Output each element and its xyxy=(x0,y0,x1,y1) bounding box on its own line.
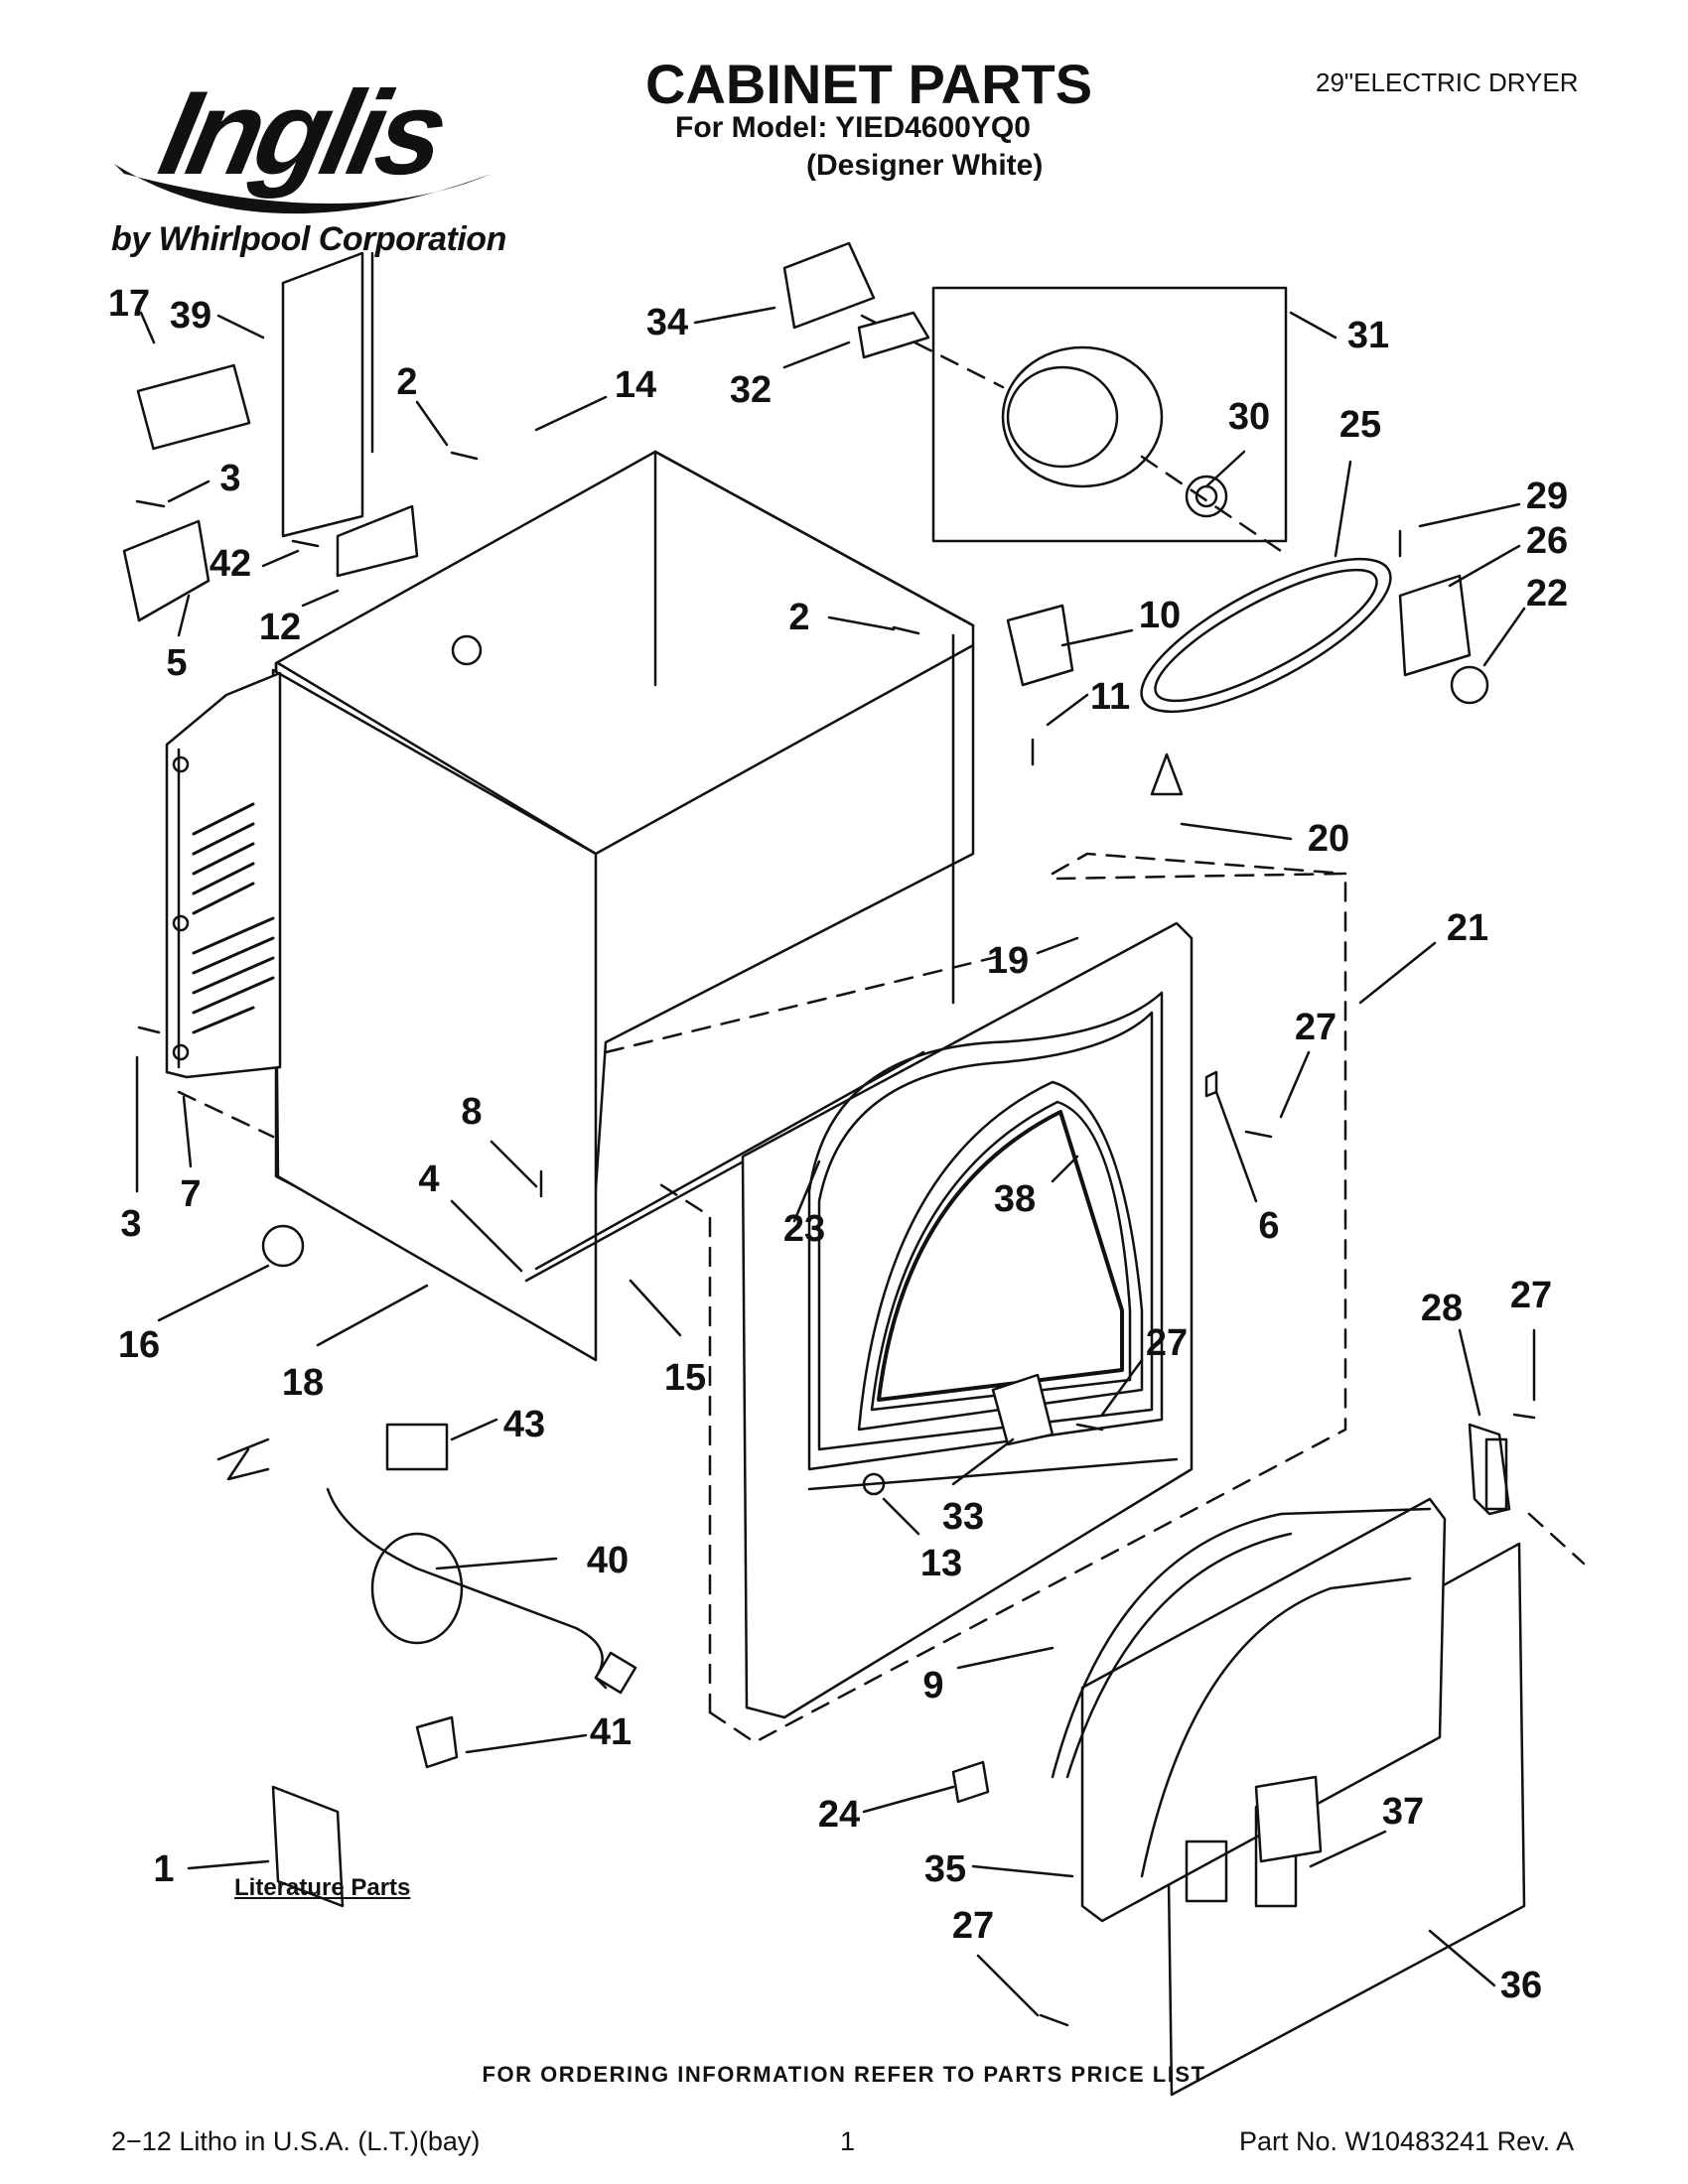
front-panel xyxy=(743,923,1192,1717)
page-title: CABINET PARTS xyxy=(645,53,1093,115)
callout-2: 2 xyxy=(396,361,418,403)
callout-8: 8 xyxy=(461,1091,483,1133)
callout-15: 15 xyxy=(663,1357,707,1399)
front-assembly-outline xyxy=(179,854,1584,1742)
callout-2b: 2 xyxy=(788,597,810,638)
brand-logo: Inglis xyxy=(104,45,521,243)
callout-14: 14 xyxy=(614,364,657,406)
callout-19: 19 xyxy=(986,940,1030,982)
callout-27c: 27 xyxy=(1509,1275,1553,1316)
callout-17: 17 xyxy=(107,283,151,325)
callout-35: 35 xyxy=(923,1848,967,1890)
callout-28: 28 xyxy=(1420,1288,1464,1329)
page-number: 1 xyxy=(840,2126,856,2156)
callout-27b: 27 xyxy=(1145,1322,1189,1364)
brand-byline: by Whirlpool Corporation xyxy=(111,220,506,258)
logo-swoosh xyxy=(114,164,492,214)
callout-11: 11 xyxy=(1089,676,1131,718)
screws xyxy=(137,453,1534,2025)
callout-32: 32 xyxy=(729,369,773,411)
callout-40: 40 xyxy=(586,1540,630,1581)
callout-1: 1 xyxy=(153,1848,175,1890)
callout-16: 16 xyxy=(117,1324,161,1366)
side-vent-panel xyxy=(167,673,280,1077)
small-parts xyxy=(124,243,1487,1861)
callout-22: 22 xyxy=(1525,573,1569,614)
callout-4: 4 xyxy=(418,1159,440,1200)
callout-3: 3 xyxy=(219,458,241,499)
callout-9: 9 xyxy=(922,1665,944,1706)
callout-30: 30 xyxy=(1227,396,1271,438)
callout-27a: 27 xyxy=(1294,1007,1337,1048)
literature-booklet xyxy=(273,1787,343,1906)
variant-line: (Designer White) xyxy=(806,149,1044,182)
callout-10: 10 xyxy=(1138,595,1182,636)
callout-29: 29 xyxy=(1525,476,1569,517)
callout-18: 18 xyxy=(281,1362,325,1404)
ordering-note: FOR ORDERING INFORMATION REFER TO PARTS … xyxy=(482,2062,1206,2087)
callout-23: 23 xyxy=(782,1208,826,1250)
leader-lines xyxy=(137,308,1534,2015)
callout-20: 20 xyxy=(1307,818,1350,860)
door-assembly xyxy=(1053,1499,1524,2095)
callout-39: 39 xyxy=(169,295,212,337)
callout-43: 43 xyxy=(502,1404,546,1445)
callout-38: 38 xyxy=(993,1178,1037,1220)
literature-parts-label: Literature Parts xyxy=(234,1874,411,1901)
litho-info: 2−12 Litho in U.S.A. (L.T.)(bay) xyxy=(111,2126,481,2156)
callout-34: 34 xyxy=(645,302,689,343)
callout-5: 5 xyxy=(166,642,188,684)
callout-33: 33 xyxy=(941,1496,985,1538)
callout-13: 13 xyxy=(919,1543,963,1584)
callout-27d: 27 xyxy=(951,1905,995,1947)
callout-7: 7 xyxy=(180,1173,202,1215)
callout-31: 31 xyxy=(1346,315,1390,356)
callout-25: 25 xyxy=(1338,404,1382,446)
callout-24: 24 xyxy=(817,1794,861,1836)
callout-12: 12 xyxy=(258,607,302,648)
hinge xyxy=(1470,1425,1509,1514)
callout-21: 21 xyxy=(1446,907,1489,949)
callout-41: 41 xyxy=(589,1711,633,1753)
callout-37: 37 xyxy=(1381,1791,1425,1833)
callout-6: 6 xyxy=(1258,1205,1280,1247)
power-cord xyxy=(218,1439,635,1693)
cabinet-body xyxy=(273,452,973,1360)
callout-3b: 3 xyxy=(120,1203,142,1245)
callout-42: 42 xyxy=(209,543,252,585)
callout-26: 26 xyxy=(1525,520,1569,562)
model-line: For Model: YIED4600YQ0 xyxy=(675,111,1031,144)
drive-belt xyxy=(1122,531,1409,741)
product-category: 29"ELECTRIC DRYER xyxy=(1316,68,1579,97)
callout-36: 36 xyxy=(1499,1965,1543,2006)
motor-assembly xyxy=(862,288,1286,551)
part-number: Part No. W10483241 Rev. A xyxy=(1239,2126,1575,2156)
